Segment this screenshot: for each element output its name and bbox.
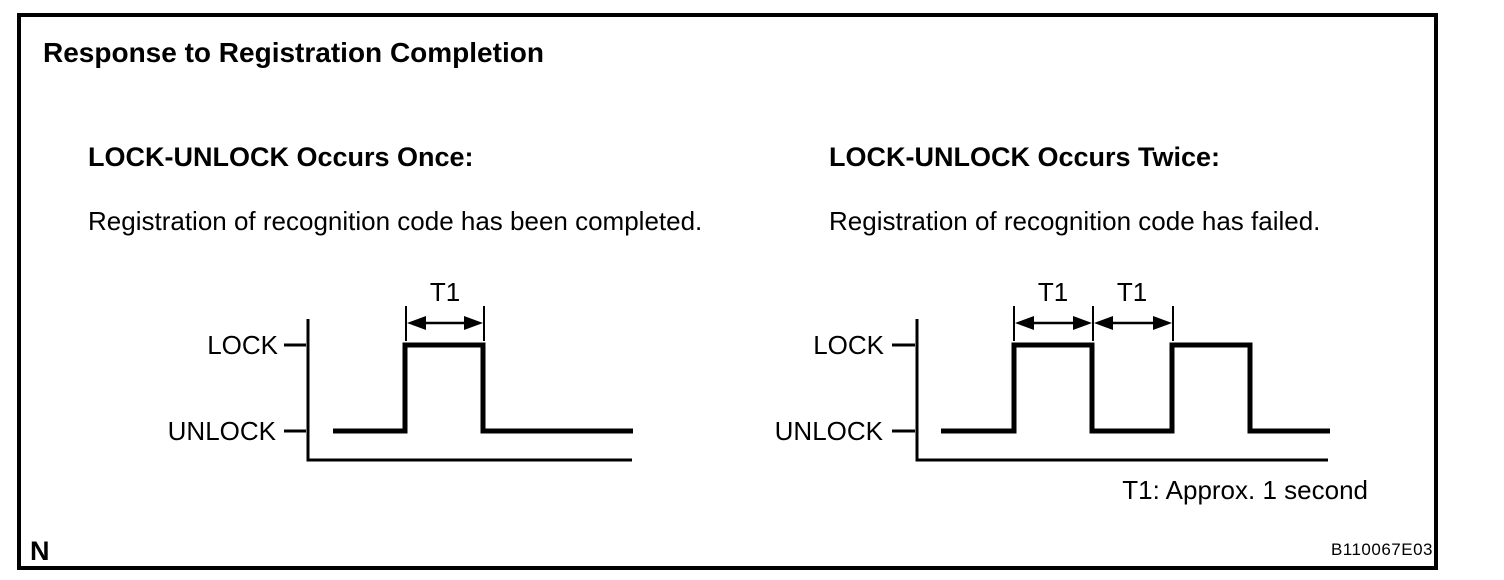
lock-level-label: LOCK: [207, 330, 278, 360]
t1-dimension-label-first: T1: [1038, 277, 1068, 307]
panel-once-heading: LOCK-UNLOCK Occurs Once:: [88, 142, 474, 172]
waveform-diagram-twice: LOCK UNLOCK T1 T1: [775, 277, 1330, 462]
axis-lines: [306, 319, 632, 462]
arrowhead-right-icon: [1153, 316, 1172, 330]
figure-border: [17, 13, 1438, 570]
waveform-diagram-once: LOCK UNLOCK T1: [168, 277, 633, 462]
page-marker: N: [30, 536, 50, 566]
arrowhead-left-icon: [1015, 316, 1034, 330]
panel-twice-description: Registration of recognition code has fai…: [829, 206, 1321, 236]
arrowhead-left-icon: [407, 316, 426, 330]
panel-twice-heading: LOCK-UNLOCK Occurs Twice:: [829, 142, 1221, 172]
unlock-level-label: UNLOCK: [775, 416, 884, 446]
figure-code: B110067E03: [1330, 540, 1433, 559]
unlock-level-label: UNLOCK: [168, 416, 277, 446]
arrowhead-right-icon: [1073, 316, 1092, 330]
arrowhead-left-icon: [1094, 316, 1113, 330]
axis-lines: [915, 319, 1328, 462]
panel-once-description: Registration of recognition code has bee…: [88, 206, 703, 236]
t1-dimension-label-second: T1: [1117, 277, 1147, 307]
t1-dimension-label: T1: [430, 277, 460, 307]
dimension-extension-lines: [405, 306, 485, 341]
t1-definition-note: T1: Approx. 1 second: [1122, 475, 1368, 505]
figure-title: Response to Registration Completion: [43, 37, 544, 68]
arrowhead-right-icon: [464, 316, 483, 330]
signal-trace: [941, 342, 1330, 434]
signal-trace: [333, 342, 633, 434]
dimension-extension-lines: [1013, 306, 1174, 341]
lock-level-label: LOCK: [813, 330, 884, 360]
